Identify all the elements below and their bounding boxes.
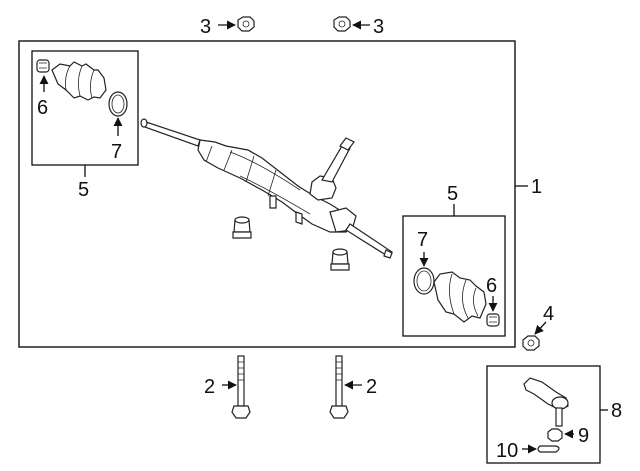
steering-rack <box>140 118 393 259</box>
boot-clamp-right <box>486 313 500 327</box>
boot-clamp-left <box>36 59 50 73</box>
mount-nut-right <box>333 16 351 32</box>
bellows-boot-right <box>433 271 487 323</box>
cotter-pin <box>537 445 560 453</box>
callout-8: 8 <box>611 400 622 422</box>
tie-rod-end-box <box>486 365 601 464</box>
mount-bushing-left <box>232 216 252 239</box>
mount-bushing-right <box>330 248 350 271</box>
bellows-boot-left <box>51 61 107 101</box>
callout-1: 1 <box>531 176 542 198</box>
mount-bolt-right <box>329 355 349 419</box>
mount-bolt-left <box>231 355 251 419</box>
callout-6-right: 6 <box>486 275 497 297</box>
callout-2-right: 2 <box>366 376 377 398</box>
callout-3-right: 3 <box>373 16 384 38</box>
main-assembly-frame <box>18 40 516 348</box>
callout-10: 10 <box>496 440 518 462</box>
callout-7-left: 7 <box>111 141 122 163</box>
tie-rod-end <box>523 377 569 427</box>
callout-2-left: 2 <box>204 376 215 398</box>
callout-7-right: 7 <box>417 229 428 251</box>
callout-9: 9 <box>578 425 589 447</box>
callout-4: 4 <box>543 303 554 325</box>
tie-rod-nut <box>522 335 540 351</box>
castle-nut <box>547 428 563 442</box>
mount-nut-left <box>237 16 255 32</box>
callout-5-left: 5 <box>78 179 89 201</box>
callout-6-left: 6 <box>37 97 48 119</box>
callout-3-left: 3 <box>200 16 211 38</box>
callout-5-right: 5 <box>447 183 458 205</box>
